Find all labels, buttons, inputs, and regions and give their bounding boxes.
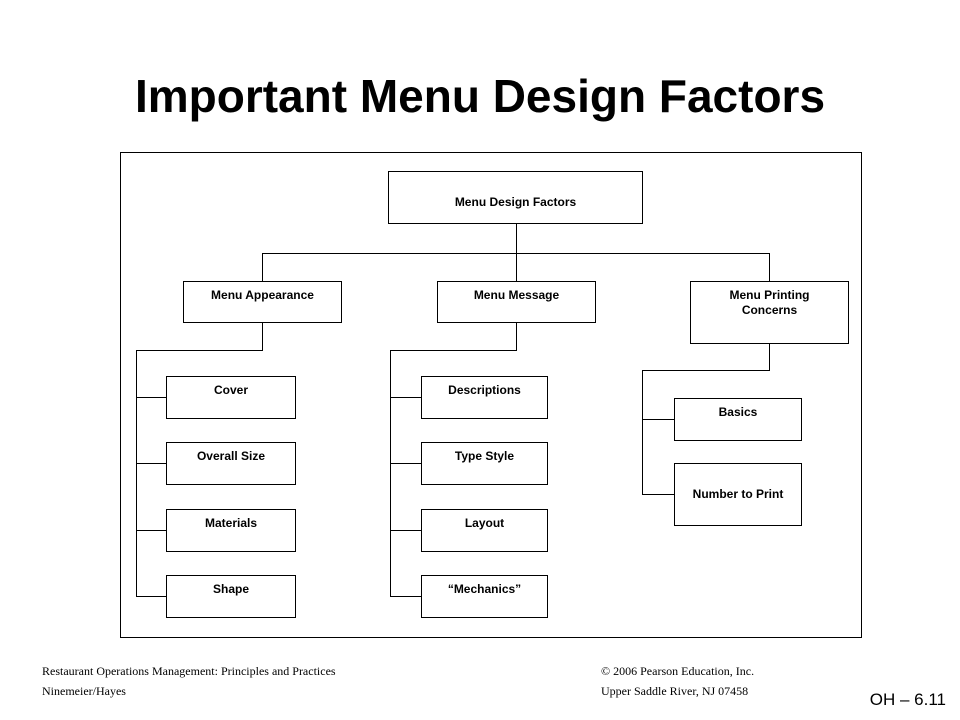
connector-line — [136, 350, 137, 597]
connector-line — [136, 530, 167, 531]
leaf-node-type-style: Type Style — [421, 442, 548, 485]
connector-line — [136, 463, 167, 464]
branch-node-menu-message: Menu Message — [437, 281, 596, 323]
connector-line — [390, 350, 517, 351]
connector-line — [390, 463, 422, 464]
slide-number: OH – 6.11 — [869, 690, 946, 709]
connector-line — [390, 350, 391, 597]
connector-line — [136, 350, 263, 351]
connector-line — [262, 253, 769, 254]
leaf-node-cover: Cover — [166, 376, 296, 419]
connector-line — [516, 223, 517, 253]
connector-line — [136, 596, 167, 597]
leaf-node-materials: Materials — [166, 509, 296, 552]
connector-line — [769, 253, 770, 281]
branch-node-menu-appearance: Menu Appearance — [183, 281, 342, 323]
leaf-node-overall-size: Overall Size — [166, 442, 296, 485]
connector-line — [642, 370, 643, 495]
leaf-node-basics: Basics — [674, 398, 802, 441]
leaf-node-descriptions: Descriptions — [421, 376, 548, 419]
branch-node-menu-printing-concerns: Menu Printing Concerns — [690, 281, 849, 344]
page-title: Important Menu Design Factors — [134, 70, 826, 122]
connector-line — [390, 397, 422, 398]
footer-copyright: © 2006 Pearson Education, Inc. — [601, 664, 755, 678]
connector-line — [516, 253, 517, 281]
footer-authors: Ninemeier/Hayes — [42, 684, 126, 698]
footer-location: Upper Saddle River, NJ 07458 — [601, 684, 749, 698]
connector-line — [642, 370, 770, 371]
connector-line — [769, 343, 770, 370]
leaf-node-number-to-print: Number to Print — [674, 463, 802, 526]
connector-line — [516, 322, 517, 350]
connector-line — [642, 419, 675, 420]
root-node: Menu Design Factors — [388, 171, 643, 224]
connector-line — [262, 253, 263, 281]
connector-line — [262, 322, 263, 350]
leaf-node-shape: Shape — [166, 575, 296, 618]
leaf-node-mechanics: “Mechanics” — [421, 575, 548, 618]
connector-line — [642, 494, 675, 495]
connector-line — [390, 530, 422, 531]
leaf-node-layout: Layout — [421, 509, 548, 552]
footer-book-title: Restaurant Operations Management: Princi… — [42, 664, 336, 678]
diagram-frame — [120, 152, 862, 638]
connector-line — [390, 596, 422, 597]
connector-line — [136, 397, 167, 398]
